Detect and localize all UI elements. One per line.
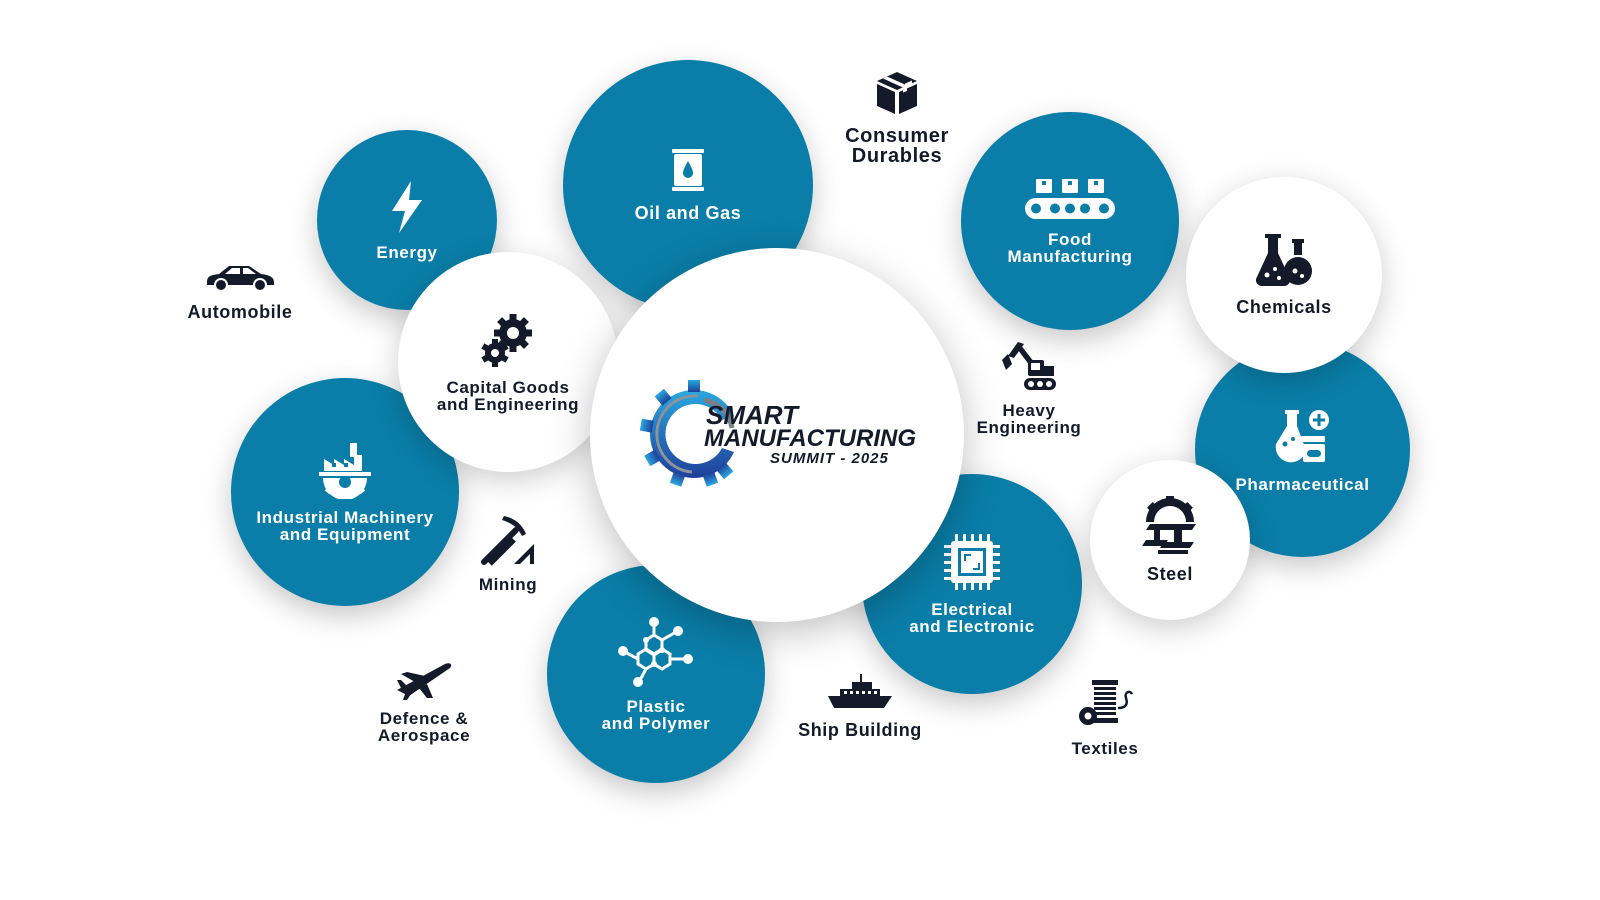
sector-mining: Mining: [458, 514, 558, 593]
label-electrical: Electrical and Electronic: [909, 600, 1035, 636]
label-food-manufacturing: Food Manufacturing: [1007, 230, 1133, 266]
conveyor-belt-icon: [1025, 179, 1115, 219]
label-automobile: Automobile: [187, 302, 293, 322]
label-steel: Steel: [1146, 564, 1194, 584]
jet-icon: [397, 663, 452, 700]
flask-icon: [1255, 234, 1312, 287]
label-consumer-durables: Consumer Durables: [845, 125, 949, 167]
oil-barrel-icon: [672, 149, 704, 191]
sector-textiles: Textiles: [1060, 678, 1150, 757]
logo-line-manufacturing: MANUFACTURING: [704, 425, 916, 452]
textile-spool-icon: [1079, 680, 1134, 725]
sector-consumer-durables: Consumer Durables: [835, 70, 959, 166]
car-icon: [207, 266, 274, 292]
sector-automobile: Automobile: [180, 262, 300, 322]
pickaxe-icon: [481, 516, 534, 566]
label-pharmaceutical: Pharmaceutical: [1235, 475, 1370, 494]
pharma-flask-icon: [1275, 410, 1329, 463]
label-heavy-engineering: Heavy Engineering: [976, 401, 1082, 437]
bubble-chemicals: Chemicals: [1186, 177, 1382, 373]
ship-icon: [828, 674, 892, 708]
molecule-icon: [618, 617, 693, 687]
excavator-icon: [1002, 342, 1056, 390]
summit-logo: SMART MANUFACTURING SUMMIT - 2025: [639, 380, 916, 487]
logo-line-summit: SUMMIT - 2025: [770, 450, 889, 467]
bubble-capital-goods: Capital Goods and Engineering: [398, 252, 618, 472]
logo-gear-icon: [639, 380, 735, 487]
label-defence-aerospace: Defence & Aerospace: [377, 709, 471, 745]
microchip-icon: [944, 534, 1000, 590]
lightning-bolt-icon: [392, 180, 422, 233]
label-chemicals: Chemicals: [1236, 297, 1332, 317]
sector-ship-building: Ship Building: [790, 672, 930, 740]
label-plastic: Plastic and Polymer: [601, 697, 711, 733]
label-mining: Mining: [478, 575, 538, 594]
sector-heavy-engineering: Heavy Engineering: [969, 340, 1089, 436]
summit-logo-hub: SMART MANUFACTURING SUMMIT - 2025: [590, 248, 964, 622]
label-textiles: Textiles: [1071, 739, 1139, 758]
sector-defence-aerospace: Defence & Aerospace: [369, 660, 479, 744]
bubble-oil-gas: Oil and Gas: [563, 60, 813, 310]
logo-line-smart: SMART: [706, 400, 800, 430]
gears-icon: [481, 314, 532, 367]
steel-beam-icon: [1142, 496, 1196, 554]
label-capital-goods: Capital Goods and Engineering: [436, 378, 580, 414]
label-ship-building: Ship Building: [798, 720, 922, 740]
bubble-food-manufacturing: Food Manufacturing: [961, 112, 1179, 330]
label-oil-gas: Oil and Gas: [634, 203, 742, 223]
box-icon: [877, 72, 917, 114]
label-industrial-machinery: Industrial Machinery and Equipment: [256, 508, 434, 544]
factory-gear-icon: [319, 443, 371, 499]
bubble-steel: Steel: [1090, 460, 1250, 620]
label-energy: Energy: [376, 242, 438, 262]
